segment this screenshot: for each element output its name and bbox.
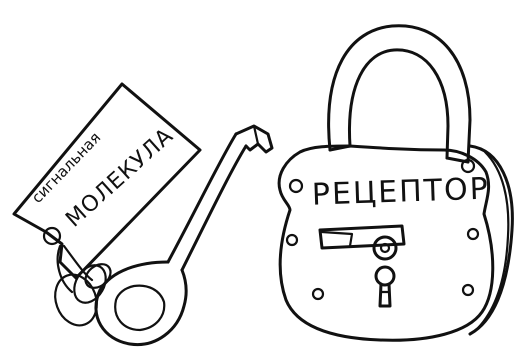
key: сигнальная МОЛЕКУЛА — [14, 84, 272, 345]
key-tag: сигнальная МОЛЕКУЛА — [14, 84, 200, 278]
key-shaft — [168, 134, 246, 270]
key-ring — [48, 246, 115, 331]
padlock-shackle — [329, 26, 470, 162]
padlock-keyhole — [320, 226, 404, 306]
key-tag-line2: МОЛЕКУЛА — [61, 123, 178, 232]
padlock: РЕЦЕПТОР — [279, 26, 512, 341]
lock-label: РЕЦЕПТОР — [311, 172, 490, 213]
